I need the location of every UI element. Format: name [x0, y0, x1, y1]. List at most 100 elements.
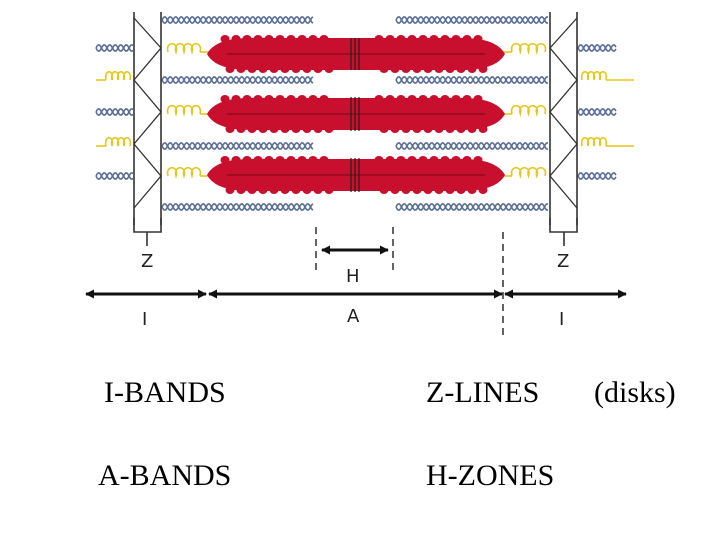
myosin-head — [291, 65, 301, 73]
myosin-head — [258, 65, 268, 73]
myosin-head — [264, 95, 274, 103]
myosin-head — [412, 65, 422, 73]
myosin-head — [379, 125, 389, 133]
myosin-head — [429, 35, 439, 43]
titin-coil — [166, 104, 202, 117]
myosin-head — [396, 35, 406, 43]
actin-strand — [577, 171, 617, 181]
myosin-head — [313, 125, 323, 133]
myosin-head — [247, 186, 257, 194]
m-line — [350, 38, 360, 192]
myosin-head — [418, 95, 428, 103]
myosin-head — [280, 125, 290, 133]
myosin-head — [401, 186, 411, 194]
actin-strand — [161, 141, 314, 151]
myosin-head — [280, 65, 290, 73]
myosin-head — [275, 35, 285, 43]
myosin-head — [225, 125, 235, 133]
actin-strand — [577, 107, 617, 117]
myosin-head — [253, 95, 263, 103]
myosin-head — [396, 95, 406, 103]
myosin-head — [462, 35, 472, 43]
myosin-head — [390, 186, 400, 194]
term-disks: (disks) — [594, 376, 676, 409]
titin-coil — [580, 136, 608, 147]
titin-coil — [166, 42, 202, 55]
myosin-head — [302, 125, 312, 133]
myosin-head — [220, 156, 230, 164]
myosin-head — [220, 35, 230, 43]
myosin-head — [434, 125, 444, 133]
z-bracket-right — [549, 218, 578, 246]
myosin-head — [291, 125, 301, 133]
myosin-head — [456, 65, 466, 73]
myosin-head — [269, 65, 279, 73]
myosin-head — [401, 125, 411, 133]
myosin-head — [423, 186, 433, 194]
term-h-zones: H-ZONES — [426, 459, 555, 492]
actin-strand — [577, 43, 617, 53]
myosin-head — [236, 125, 246, 133]
myosin-head — [253, 35, 263, 43]
myosin-head — [269, 125, 279, 133]
h-label: H — [346, 266, 360, 287]
myosin-head — [396, 156, 406, 164]
myosin-head — [242, 156, 252, 164]
myosin-head — [286, 95, 296, 103]
myosin-head — [379, 186, 389, 194]
z-disc-left-zigzag — [133, 17, 162, 209]
actin-strand — [161, 15, 314, 25]
myosin-head — [473, 156, 483, 164]
myosin-head — [313, 65, 323, 73]
myosin-head — [467, 186, 477, 194]
myosin-head — [247, 125, 257, 133]
myosin-head — [242, 95, 252, 103]
actin-strand — [95, 171, 134, 181]
myosin-head — [308, 35, 318, 43]
myosin-head — [412, 186, 422, 194]
myosin-head — [297, 35, 307, 43]
myosin-head — [324, 65, 334, 73]
myosin-head — [264, 35, 274, 43]
myosin-head — [308, 156, 318, 164]
actin-strand — [395, 202, 549, 212]
i-label-right: I — [559, 309, 564, 330]
actin-strand — [395, 15, 549, 25]
myosin-head — [220, 95, 230, 103]
myosin-head — [451, 35, 461, 43]
myosin-head — [445, 125, 455, 133]
myosin-head — [445, 186, 455, 194]
myosin-head — [478, 186, 488, 194]
myosin-head — [451, 95, 461, 103]
actin-strand — [161, 202, 314, 212]
myosin-head — [445, 65, 455, 73]
actin-strand — [161, 202, 314, 212]
actin-strand — [395, 75, 549, 85]
titin-coil — [510, 42, 547, 55]
myosin-head — [269, 186, 279, 194]
myosin-head — [379, 65, 389, 73]
myosin-head — [374, 95, 384, 103]
myosin-head — [478, 65, 488, 73]
myosin-head — [418, 35, 428, 43]
sarcomere-diagram: Z Z H A I I — [85, 12, 634, 340]
actin-strand — [577, 43, 617, 53]
myosin-head — [302, 186, 312, 194]
actin-strand — [161, 15, 314, 25]
myosin-head — [231, 156, 241, 164]
myosin-head — [407, 35, 417, 43]
myosin-head — [440, 156, 450, 164]
myosin-head — [313, 186, 323, 194]
myosin-head — [236, 65, 246, 73]
myosin-head — [231, 35, 241, 43]
myosin-head — [286, 156, 296, 164]
actin-strand — [577, 171, 617, 181]
myosin-head — [473, 35, 483, 43]
actin-strand — [161, 75, 314, 85]
myosin-head — [225, 65, 235, 73]
myosin-head — [236, 186, 246, 194]
myosin-head — [434, 186, 444, 194]
myosin-head — [407, 95, 417, 103]
myosin-head — [390, 125, 400, 133]
myosin-head — [390, 65, 400, 73]
